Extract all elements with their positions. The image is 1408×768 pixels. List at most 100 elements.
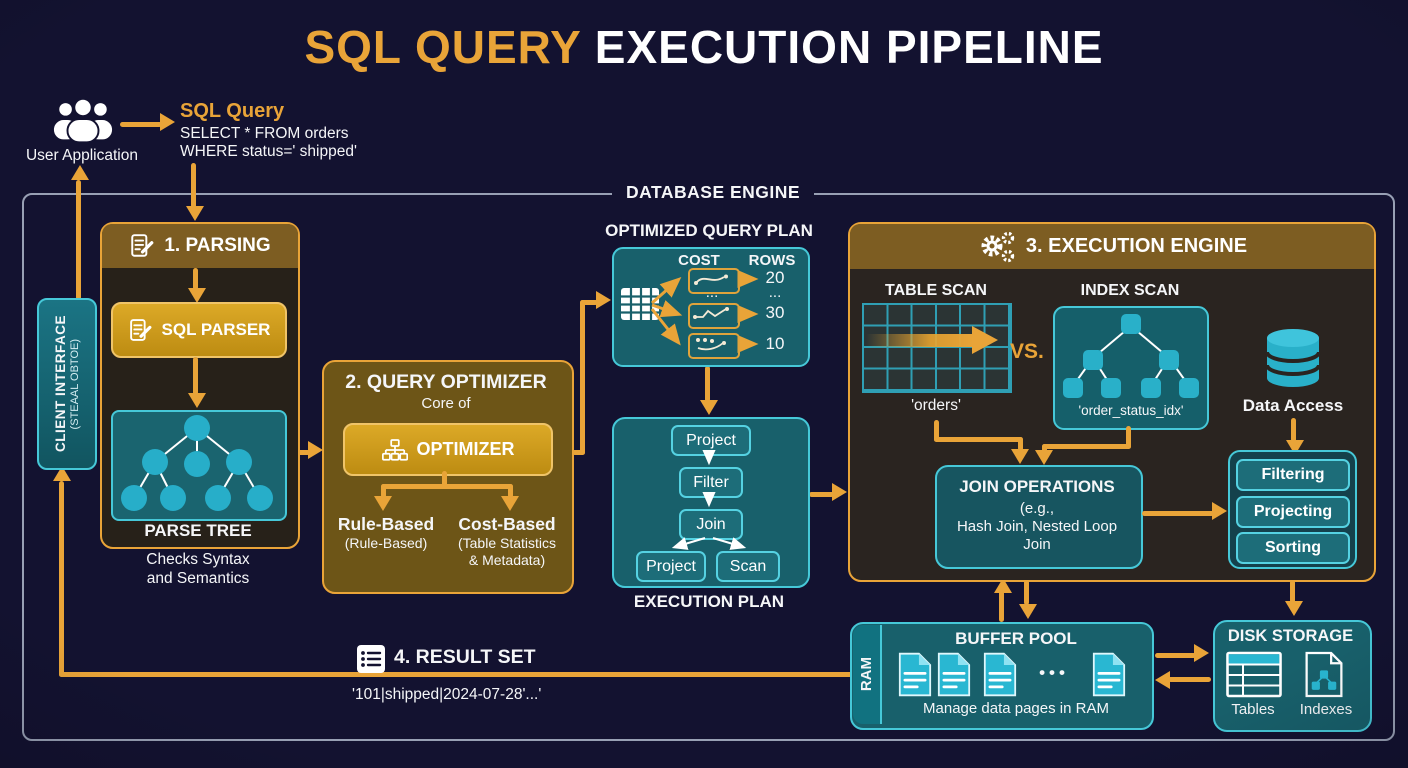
op-filtering: Filtering bbox=[1236, 459, 1350, 491]
index-scan-label: INDEX SCAN bbox=[1080, 282, 1180, 299]
elbow-index-b bbox=[1042, 444, 1131, 449]
execution-engine-header: 3. EXECUTION ENGINE bbox=[850, 224, 1374, 269]
optimizer-button-label: OPTIMIZER bbox=[416, 439, 515, 459]
arrow-buffer-to-disk bbox=[1155, 653, 1196, 658]
arrow-parsing-to-optimizer-head bbox=[308, 441, 323, 459]
op-sorting: Sorting bbox=[1236, 532, 1350, 564]
plan-option-2 bbox=[688, 303, 740, 329]
arrow-execplan-to-engine bbox=[809, 492, 834, 497]
optimizer-button: OPTIMIZER bbox=[343, 423, 553, 476]
page-title-rest: EXECUTION PIPELINE bbox=[594, 21, 1104, 73]
dotted-plan-icon bbox=[696, 338, 726, 351]
query-optimizer-subtitle: Core of bbox=[421, 395, 471, 412]
optimizer-branch-right-head bbox=[501, 496, 519, 511]
optimizer-branch-bar bbox=[381, 484, 513, 489]
curve-plan-icon bbox=[694, 274, 728, 285]
result-set-value: '101|shipped|2024-07-28'...' bbox=[352, 686, 542, 703]
elbow-orders-head bbox=[1011, 449, 1029, 464]
arrow-engine-to-user-head bbox=[71, 165, 89, 180]
arrow-engine-to-user bbox=[76, 180, 81, 300]
table-scan-label: TABLE SCAN bbox=[885, 282, 987, 299]
doc-pencil-icon bbox=[128, 318, 153, 343]
vs-label: VS. bbox=[1010, 340, 1044, 363]
gears-icon bbox=[977, 231, 1017, 263]
join-operations-sub2: Hash Join, Nested Loop bbox=[956, 518, 1118, 535]
parse-tree-graphic bbox=[121, 415, 273, 511]
plan-option-3 bbox=[688, 333, 740, 359]
parse-tree-panel bbox=[111, 410, 287, 521]
arrow-query-to-parsing-head bbox=[186, 206, 204, 221]
elbow-opt-to-plan-b bbox=[580, 300, 585, 455]
orders-caption: 'orders' bbox=[911, 397, 961, 414]
data-page-icon bbox=[1092, 652, 1126, 697]
user-application-label: User Application bbox=[25, 147, 138, 164]
join-operations-title: JOIN OPERATIONS bbox=[959, 477, 1115, 496]
parse-tree-label: PARSE TREE bbox=[144, 521, 252, 540]
arrow-join-to-ops-head bbox=[1212, 502, 1227, 520]
sql-parser-label: SQL PARSER bbox=[161, 320, 271, 339]
page-title-highlight: SQL QUERY bbox=[304, 21, 582, 73]
arrow-sorting-to-disk bbox=[1290, 580, 1295, 603]
execution-engine-title: 3. EXECUTION ENGINE bbox=[1025, 235, 1248, 257]
arrow-parsing-1-head bbox=[188, 288, 206, 303]
zigzag-plan-icon bbox=[693, 307, 729, 319]
join-operations-sub3: Join bbox=[1023, 536, 1051, 553]
parsing-title: 1. PARSING bbox=[164, 235, 271, 256]
client-interface-subtitle: (STEAAL OBTOE) bbox=[69, 338, 81, 430]
arrow-parsing-1 bbox=[193, 268, 198, 290]
buffer-pool-caption: Manage data pages in RAM bbox=[923, 700, 1109, 717]
return-line-h bbox=[59, 672, 853, 677]
sql-query-title: SQL Query bbox=[180, 100, 285, 122]
return-line-v bbox=[59, 481, 64, 677]
optimized-plan-title: OPTIMIZED QUERY PLAN bbox=[605, 221, 813, 240]
sitemap-icon bbox=[381, 438, 408, 461]
arrow-query-to-parsing bbox=[191, 163, 196, 208]
tables-label: Tables bbox=[1231, 701, 1275, 718]
elbow-opt-to-plan-head bbox=[596, 291, 611, 309]
data-page-icon bbox=[937, 652, 971, 697]
optimizer-branch-left-head bbox=[374, 496, 392, 511]
doc-pencil-icon bbox=[129, 233, 155, 259]
database-engine-label: DATABASE ENGINE bbox=[612, 182, 815, 203]
cost-based-sub1: (Table Statistics bbox=[457, 535, 557, 551]
exec-plan-arrows bbox=[671, 449, 747, 550]
client-interface-title: CLIENT INTERFACE bbox=[53, 315, 68, 453]
data-page-icon bbox=[898, 652, 932, 697]
arrow-engine-to-buffer-head bbox=[1019, 604, 1037, 619]
sql-query-line2: WHERE status=' shipped' bbox=[180, 143, 357, 160]
indexes-label: Indexes bbox=[1299, 701, 1353, 718]
data-page-icon bbox=[983, 652, 1017, 697]
arrow-parsing-2 bbox=[193, 357, 198, 395]
parsing-note-line1: Checks Syntax bbox=[146, 551, 250, 568]
table-scan-arrow-head bbox=[972, 326, 998, 354]
ram-band: RAM bbox=[852, 624, 882, 724]
query-optimizer-title: 2. QUERY OPTIMIZER bbox=[345, 371, 547, 393]
data-access-label: Data Access bbox=[1242, 396, 1344, 415]
list-icon bbox=[356, 644, 386, 674]
arrow-plan-to-execplan bbox=[705, 366, 710, 402]
arrow-engine-to-buffer bbox=[1024, 580, 1029, 605]
elbow-orders-b bbox=[934, 437, 1023, 442]
btree-graphic bbox=[1063, 314, 1199, 398]
elbow-index-head bbox=[1035, 450, 1053, 465]
sql-query-line1: SELECT * FROM orders bbox=[180, 125, 349, 142]
table-scan-arrow bbox=[866, 334, 974, 347]
disk-storage-title: DISK STORAGE bbox=[1227, 627, 1354, 645]
users-icon bbox=[52, 98, 114, 144]
database-cylinder-icon bbox=[1262, 326, 1324, 392]
rule-based-sub: (Rule-Based) bbox=[344, 535, 428, 551]
arrow-buffer-to-engine bbox=[999, 591, 1004, 622]
op-projecting: Projecting bbox=[1236, 496, 1350, 528]
client-interface-box: CLIENT INTERFACE (STEAAL OBTOE) bbox=[37, 298, 97, 470]
plan-option-1 bbox=[688, 268, 740, 294]
cost-based-sub2: & Metadata) bbox=[468, 552, 546, 568]
parsing-note-line2: and Semantics bbox=[146, 570, 250, 587]
sql-parser-button: SQL PARSER bbox=[111, 302, 287, 358]
index-scan-box: 'order_status_idx' bbox=[1053, 306, 1209, 430]
arrow-parsing-2-head bbox=[188, 393, 206, 408]
rows-value-2: 30 bbox=[765, 303, 785, 322]
arrow-execplan-to-engine-head bbox=[832, 483, 847, 501]
rows-value-3: 10 bbox=[765, 334, 785, 353]
buffer-dots: ••• bbox=[1039, 663, 1069, 682]
parsing-header: 1. PARSING bbox=[102, 224, 298, 268]
